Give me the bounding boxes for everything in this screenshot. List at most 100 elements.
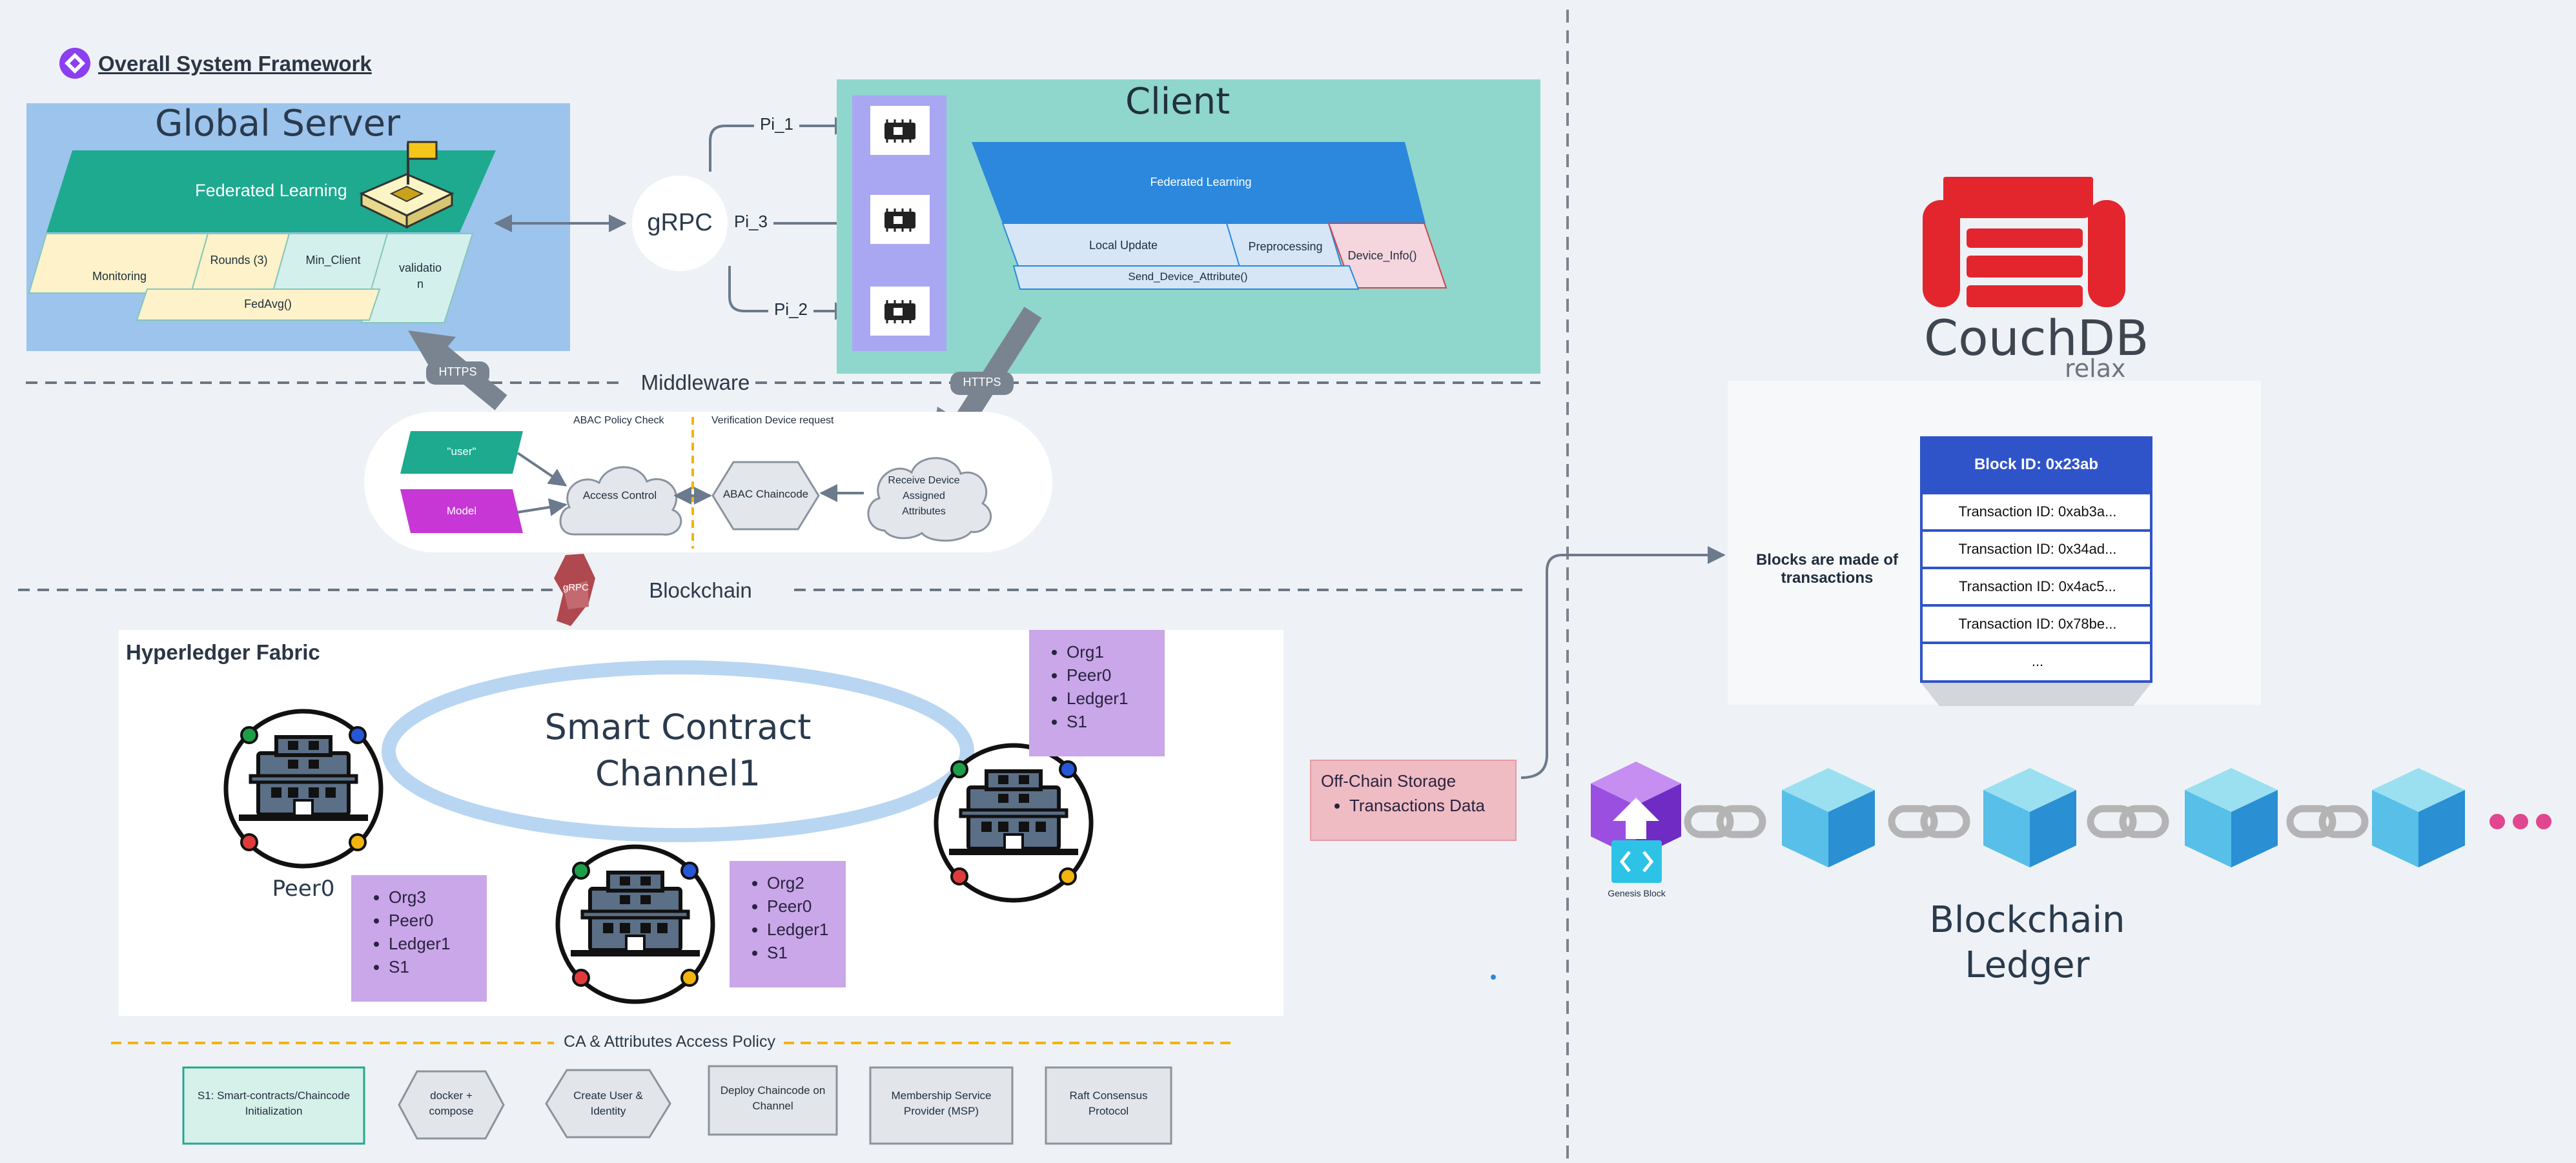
model-shape <box>400 489 523 533</box>
receive-label-2: Assigned <box>903 490 945 501</box>
user-identity-step <box>545 1069 671 1138</box>
docker-step <box>398 1070 505 1140</box>
list-item: Org1 <box>1067 640 1128 663</box>
verification-label: Verification Device request <box>711 415 834 426</box>
block-header-label: Block ID: 0x23ab <box>1974 456 2099 473</box>
list-item: Transactions Data <box>1349 794 1485 817</box>
user-step-label-2: Identity <box>590 1105 626 1117</box>
peer0-label: Peer0 <box>272 876 335 902</box>
monitoring-cell <box>28 233 209 294</box>
block-cube-icon <box>2372 768 2465 867</box>
pi1-line <box>709 117 853 172</box>
msp-step <box>869 1066 1014 1145</box>
table-row: Transaction ID: 0xab3a... <box>1958 503 2117 520</box>
msp-step-label-1: Membership Service <box>891 1089 992 1102</box>
blockchain-sep-label: Blockchain <box>649 578 752 602</box>
chain-link-icon <box>1892 809 1967 834</box>
validation-label: validatio <box>398 261 442 274</box>
block-cube-icon <box>2185 768 2278 867</box>
pi1-chip-icon <box>869 105 931 156</box>
pi2-line <box>728 266 853 320</box>
raft-step-label-2: Protocol <box>1088 1105 1129 1117</box>
org2-note <box>730 861 846 987</box>
offchain-list: Transactions Data <box>1321 794 1485 817</box>
docker-step-label-1: docker + <box>430 1089 473 1102</box>
block-cube-icon <box>1983 768 2076 867</box>
list-item: Ledger1 <box>389 932 450 955</box>
couchdb-couch-icon <box>1923 177 2125 307</box>
block-cube-icon <box>1782 768 1875 867</box>
chain-link-icon <box>2290 809 2365 834</box>
docker-step-label-2: compose <box>429 1105 474 1117</box>
abac-chaincode-hex <box>711 461 820 531</box>
block-caption-1: Blocks are made of <box>1755 551 1899 569</box>
monitoring-label: Monitoring <box>92 270 147 283</box>
list-item: Peer0 <box>767 895 828 918</box>
grpc-hub-label: gRPC <box>647 209 713 236</box>
abac-check-label: ABAC Policy Check <box>573 415 664 426</box>
pi2-chip-icon <box>869 285 931 337</box>
send-attr-label: Send_Device_Attribute() <box>1128 270 1248 283</box>
min-client-label: Min_Client <box>305 254 361 267</box>
s1-step <box>182 1066 365 1145</box>
org1-list: Org1 Peer0 Ledger1 S1 <box>1038 640 1128 733</box>
org2-list: Org2 Peer0 Ledger1 S1 <box>739 871 828 964</box>
org3-list: Org3 Peer0 Ledger1 S1 <box>360 885 450 978</box>
global-server-title: Global Server <box>155 103 401 145</box>
ledger-title-2: Ledger <box>1965 944 2090 986</box>
send-attr-cell <box>1012 265 1360 290</box>
page-title: Overall System Framework <box>98 52 372 76</box>
block-header <box>1920 436 2152 493</box>
server-fl-label: Federated Learning <box>195 181 347 200</box>
s1-step-label-1: S1: Smart-contracts/Chaincode <box>197 1089 351 1102</box>
block-caption-2: transactions <box>1781 569 1874 587</box>
ca-policy-label: CA & Attributes Access Policy <box>564 1033 775 1051</box>
grpc-hub <box>632 176 728 271</box>
https-left-label: HTTPS <box>438 365 477 378</box>
genesis-block-icon <box>1591 762 1681 883</box>
gpu-server-icon <box>359 141 455 229</box>
s1-step-label-2: Initialization <box>245 1105 303 1117</box>
logo-icon <box>59 48 90 79</box>
pi3-chip-icon <box>869 194 931 245</box>
msp-step-label-2: Provider (MSP) <box>903 1105 979 1117</box>
preprocessing-label: Preprocessing <box>1248 240 1323 253</box>
pi3-label: Pi_3 <box>733 212 768 231</box>
list-item: S1 <box>389 955 450 978</box>
user-step-label-1: Create User & <box>573 1089 643 1102</box>
deploy-step <box>708 1065 838 1136</box>
list-item: S1 <box>767 941 828 964</box>
https-right-label: HTTPS <box>963 376 1001 389</box>
channel-ring <box>382 660 974 842</box>
peer0-building-icon <box>226 711 381 866</box>
list-item: Ledger1 <box>767 918 828 941</box>
client-title: Client <box>1125 81 1231 123</box>
deploy-step-label-1: Deploy Chaincode on <box>720 1084 826 1097</box>
ledger-title-1: Blockchain <box>1929 899 2125 941</box>
https-right-tag <box>950 372 1014 395</box>
offchain-note <box>1310 760 1517 841</box>
block-shadow <box>1920 682 2152 706</box>
offchain-title: Off-Chain Storage <box>1321 771 1457 791</box>
table-row: Transaction ID: 0x34ad... <box>1958 541 2117 557</box>
model-label: Model <box>446 505 477 517</box>
abac-chaincode-label: ABAC Chaincode <box>722 488 809 500</box>
https-left-tag <box>426 361 489 385</box>
org1-building-icon <box>936 745 1091 900</box>
validation-label-wrap: n <box>416 278 424 290</box>
more-blocks-dots <box>2489 814 2551 829</box>
org3-note <box>351 875 487 1002</box>
couchdb-tagline: relax <box>2065 354 2126 383</box>
list-item: S1 <box>1067 710 1128 733</box>
pi2-label: Pi_2 <box>773 299 808 319</box>
client-fl-label: Federated Learning <box>1150 176 1252 188</box>
raft-step-label-1: Raft Consensus <box>1069 1089 1148 1102</box>
rounds-label: Rounds (3) <box>210 254 268 267</box>
contract-label-1: Smart Contract <box>544 707 812 747</box>
middleware-label: Middleware <box>640 370 750 394</box>
client-fl-band <box>972 142 1426 223</box>
receive-label-1: Receive Device <box>888 475 960 486</box>
list-item: Peer0 <box>1067 663 1128 687</box>
fedavg-label: FedAvg() <box>244 298 292 310</box>
